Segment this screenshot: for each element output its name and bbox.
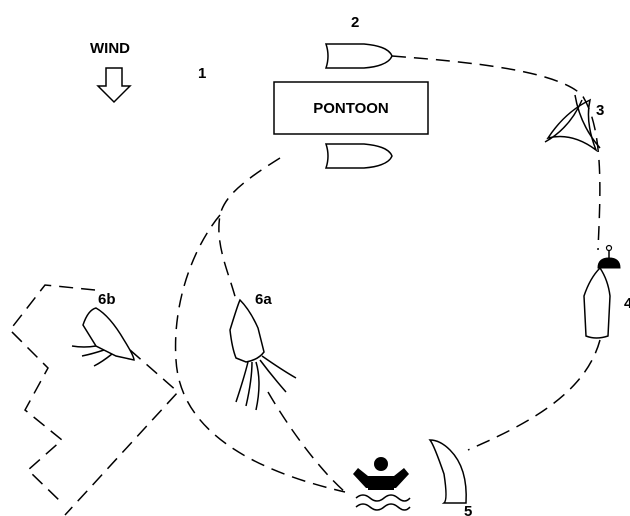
boat-hull-icon xyxy=(324,43,393,69)
marker-4-label: 4 xyxy=(624,295,630,312)
tacking-hull-icon xyxy=(546,98,598,153)
marker-3-label: 3 xyxy=(596,102,604,119)
boat-position-6a: 6a xyxy=(229,291,297,411)
course-path-6b-zigzag xyxy=(9,284,180,516)
boat-position-2: 2 xyxy=(324,14,393,69)
course-paths xyxy=(9,55,601,516)
water-waves-icon xyxy=(355,494,411,511)
boat-hull-icon xyxy=(229,298,265,363)
wind-indicator: WIND xyxy=(90,40,132,104)
course-path-main-loop xyxy=(391,55,601,451)
boat-position-5: 5 xyxy=(428,439,472,516)
boat-position-3-tacking: 3 xyxy=(544,94,604,153)
course-path-wide-arc xyxy=(174,214,346,493)
boat-below-pontoon xyxy=(324,143,393,169)
tacking-sail-icon xyxy=(544,94,601,149)
wake-lines-icon xyxy=(235,355,297,411)
pontoon: PONTOON xyxy=(273,81,429,135)
lifebuoy-marker-icon xyxy=(597,257,621,269)
wind-arrow-icon xyxy=(96,67,132,104)
wind-label: WIND xyxy=(90,40,130,57)
boat-hull-icon xyxy=(583,266,611,339)
marker-1-label: 1 xyxy=(198,65,206,82)
sail-lines-icon xyxy=(71,345,113,367)
boat-hull-icon xyxy=(324,143,393,169)
course-path-6a xyxy=(218,157,346,493)
marker-6b-label: 6b xyxy=(98,291,116,308)
person-overboard-icon xyxy=(353,457,411,511)
boat-position-4: 4 xyxy=(583,244,630,339)
boat-hull-icon xyxy=(428,439,467,504)
marker-6a-label: 6a xyxy=(255,291,272,308)
marker-5-label: 5 xyxy=(464,503,472,516)
boat-hull-icon xyxy=(82,307,135,361)
marker-2-label: 2 xyxy=(351,14,359,31)
pontoon-box xyxy=(273,81,429,135)
boat-position-6b: 6b xyxy=(71,291,135,367)
pontoon-label: PONTOON xyxy=(313,100,389,117)
